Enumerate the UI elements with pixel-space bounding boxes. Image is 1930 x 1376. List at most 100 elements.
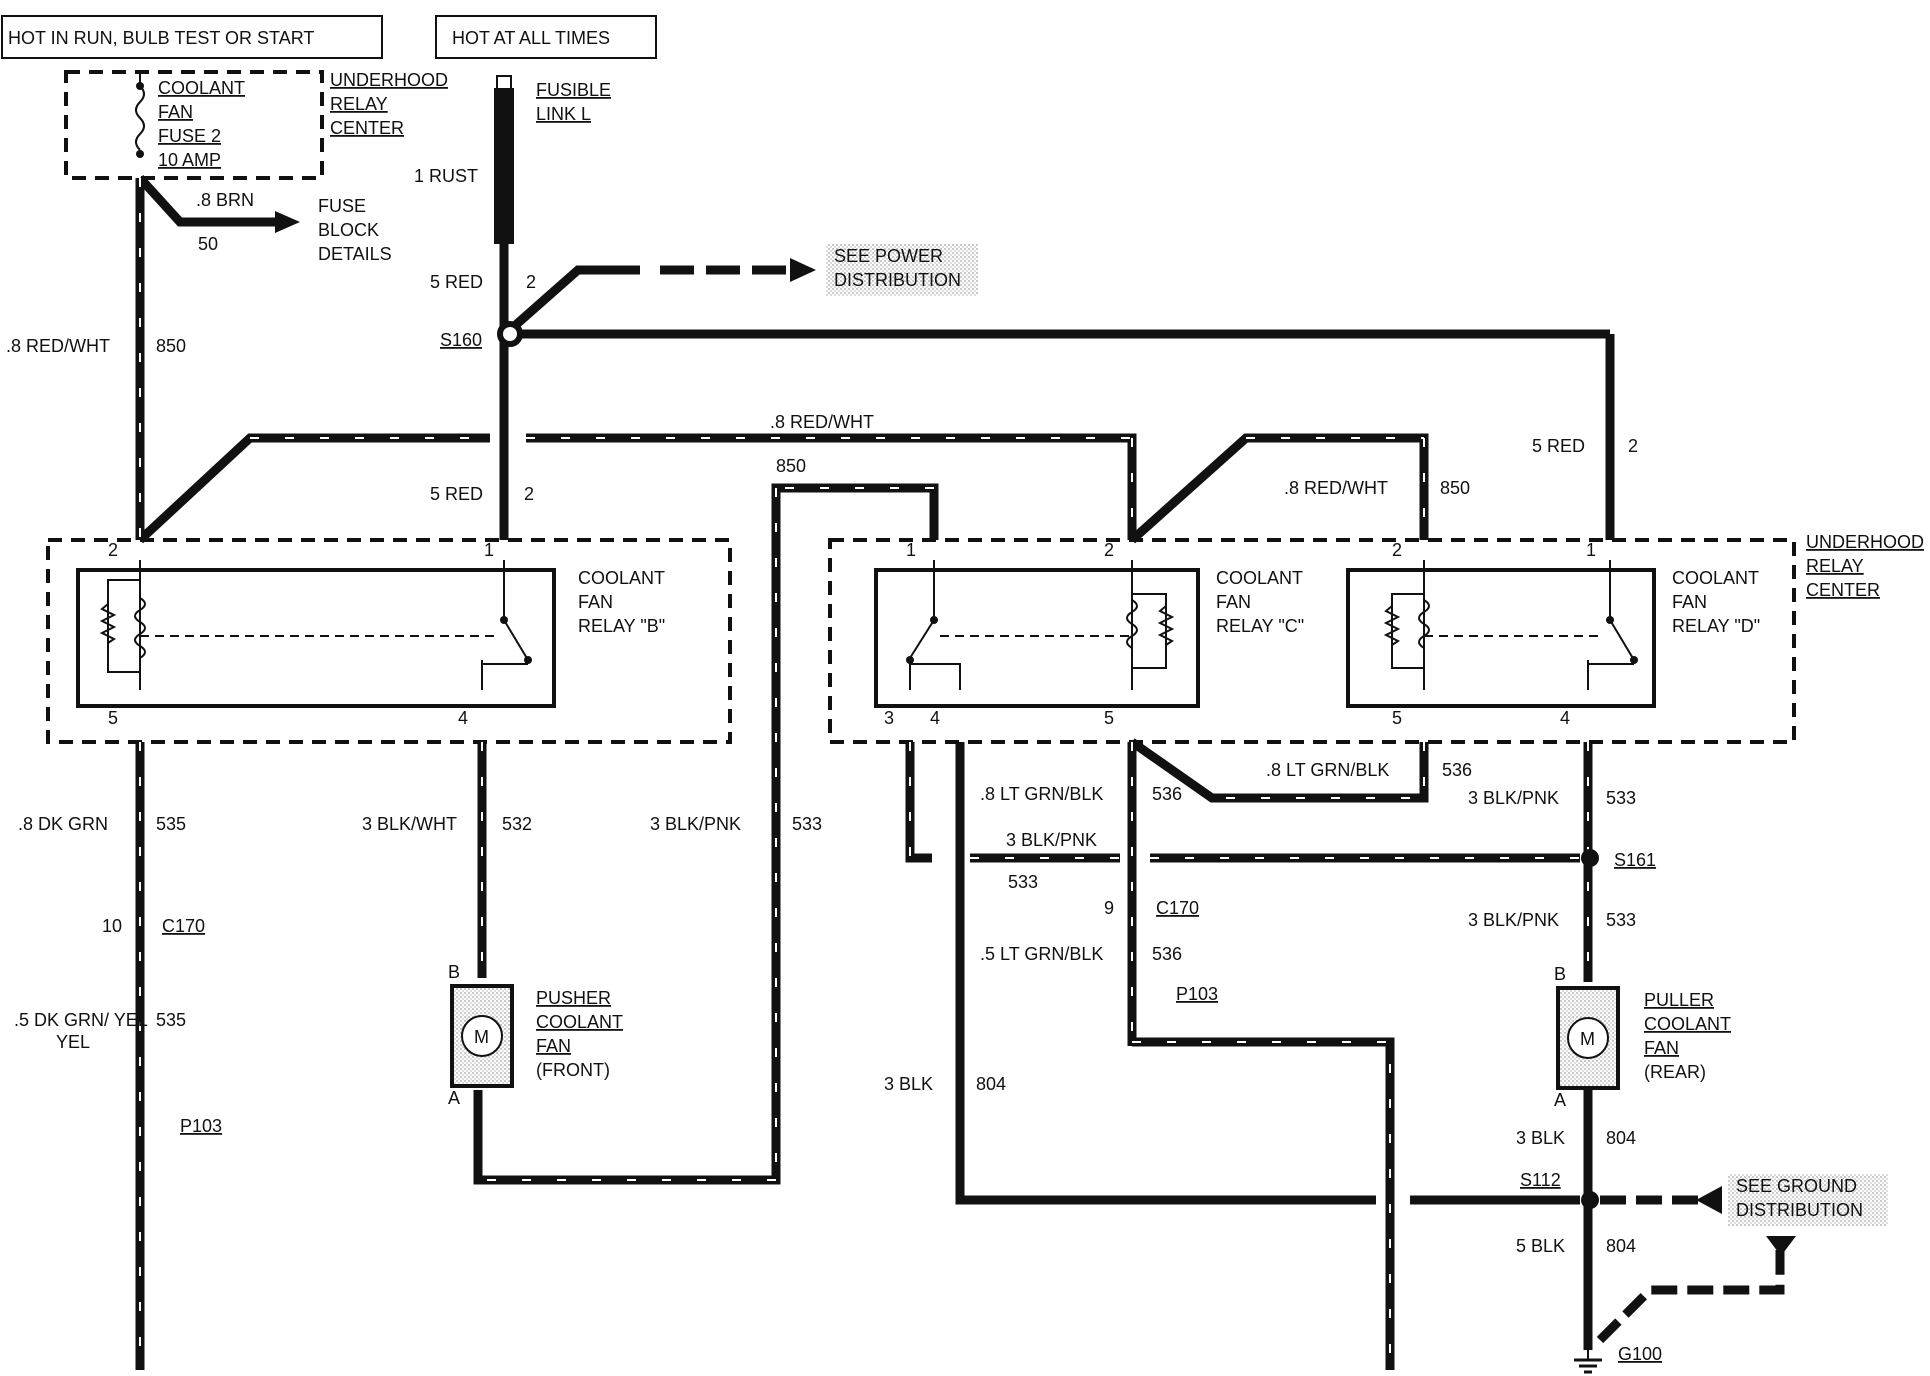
relay-c-line-1: COOLANT: [1216, 568, 1303, 588]
puller-motor-symbol: M: [1580, 1029, 1595, 1049]
hot-in-run-label: HOT IN RUN, BULB TEST OR START: [8, 28, 314, 48]
relay-b-line-2: FAN: [578, 592, 613, 612]
wire-blk-804-right-circuit: 804: [1606, 1128, 1636, 1148]
relay-d-line-3: RELAY "D": [1672, 616, 1760, 636]
ground-ref-arrow: [1696, 1186, 1722, 1214]
hot-at-all-times-label: HOT AT ALL TIMES: [452, 28, 610, 48]
wire-rust-label: 1 RUST: [414, 166, 478, 186]
fuse-location-line-2: RELAY: [330, 94, 388, 114]
relay-center-left: [46, 538, 732, 744]
coolant-fan-fuse: COOLANT FAN FUSE 2 10 AMP: [64, 70, 324, 180]
fuse-name-line-1: COOLANT: [158, 78, 245, 98]
relay-c: [874, 560, 1200, 708]
wire-850-right-circuit: 850: [1440, 478, 1470, 498]
wire-blk-wht-label: 3 BLK/WHT: [362, 814, 457, 834]
wire-5-red-right-label: 5 RED: [1532, 436, 1585, 456]
fuse-location-line-3: CENTER: [330, 118, 404, 138]
wire-lt-grn-blk-2-label: .8 LT GRN/BLK: [1266, 760, 1389, 780]
wire-brn-label: .8 BRN: [196, 190, 254, 210]
pusher-line-4: (FRONT): [536, 1060, 610, 1080]
wire-850-left-circuit: 850: [156, 336, 186, 356]
wire-dk-grn-yel-circuit: 535: [156, 1010, 186, 1030]
fuse-name-line-4: 10 AMP: [158, 150, 221, 170]
relay-d-line-2: FAN: [1672, 592, 1707, 612]
wire-536-bridge: [1129, 738, 1429, 803]
power-branch: [507, 244, 978, 334]
wire-blk-804-label: 3 BLK: [884, 1074, 933, 1094]
fuse-block-branch: [136, 174, 300, 233]
power-ref-line-1: SEE POWER: [834, 246, 943, 266]
relay-b-pin-2: 2: [108, 540, 118, 560]
splice-s161: S161: [1614, 850, 1656, 870]
relay-b: [76, 560, 556, 708]
fuse-block-line-3: DETAILS: [318, 244, 392, 264]
wire-blk-pnk-right-label: 3 BLK/PNK: [1468, 788, 1559, 808]
wire-lt-grn-blk-5-circuit: 536: [1152, 944, 1182, 964]
ground-ref-line-1: SEE GROUND: [1736, 1176, 1857, 1196]
header-hot-at-all-times: HOT AT ALL TIMES: [435, 15, 657, 59]
relay-center-line-2: RELAY: [1806, 556, 1864, 576]
wire-blk-pnk-lower-label: 3 BLK/PNK: [1468, 910, 1559, 930]
wire-536-lower: [1127, 1037, 1395, 1370]
puller-pin-b: B: [1554, 964, 1566, 984]
relay-c-pin-3: 3: [884, 708, 894, 728]
pusher-motor: M: [450, 984, 514, 1088]
relay-center-line-3: CENTER: [1806, 580, 1880, 600]
wire-blk-pnk-right-circuit: 533: [1606, 788, 1636, 808]
wire-dk-grn-label: .8 DK GRN: [18, 814, 108, 834]
relay-c-pin-5: 5: [1104, 708, 1114, 728]
wire-blk-804-right-label: 3 BLK: [1516, 1128, 1565, 1148]
puller-motor: M: [1556, 986, 1620, 1090]
splice-s112: S112: [1520, 1170, 1561, 1190]
wire-red-circuit: 2: [526, 272, 536, 292]
wire-red-wht-top-label: .8 RED/WHT: [770, 412, 874, 432]
puller-line-2: COOLANT: [1644, 1014, 1731, 1034]
relay-c-pin-1: 1: [906, 540, 916, 560]
relay-c-line-2: FAN: [1216, 592, 1251, 612]
fuse-block-line-2: BLOCK: [318, 220, 379, 240]
wire-red-wht-bridge-right: [1128, 433, 1429, 544]
header-hot-in-run: HOT IN RUN, BULB TEST OR START: [1, 15, 383, 59]
splice-s160-dot: [497, 321, 523, 347]
wire-red-wht-right-label: .8 RED/WHT: [1284, 478, 1388, 498]
wire-5-blk-circuit: 804: [1606, 1236, 1636, 1256]
splice-s161-dot: [1581, 849, 1599, 867]
wire-5-blk-label: 5 BLK: [1516, 1236, 1565, 1256]
wire-blk-pnk-label: 3 BLK/PNK: [650, 814, 741, 834]
wire-5-red-left-circuit: 2: [524, 484, 534, 504]
fuse-name-line-3: FUSE 2: [158, 126, 221, 146]
wire-dk-grn-yel-label-2: YEL: [56, 1032, 90, 1052]
pusher-pin-b: B: [448, 962, 460, 982]
p103-left-id: P103: [180, 1116, 222, 1136]
wire-blk-pnk-lower-circuit: 533: [1606, 910, 1636, 930]
wire-lt-grn-blk-2-circuit: 536: [1442, 760, 1472, 780]
fusible-link-line-2: LINK L: [536, 104, 591, 124]
pusher-pin-a: A: [448, 1088, 460, 1108]
ground-g100: [1574, 1350, 1602, 1374]
pusher-line-1: PUSHER: [536, 988, 611, 1008]
relay-b-line-1: COOLANT: [578, 568, 665, 588]
fuse-name-line-2: FAN: [158, 102, 193, 122]
c170-right-pin: 9: [1104, 898, 1114, 918]
fuse-block-line-1: FUSE: [318, 196, 366, 216]
relay-center-right: [828, 538, 1796, 744]
ground-ref-marker: [1766, 1236, 1796, 1256]
relay-c-pin-2: 2: [1104, 540, 1114, 560]
relay-b-pin-5: 5: [108, 708, 118, 728]
puller-pin-a: A: [1554, 1090, 1566, 1110]
wire-dk-grn-circuit: 535: [156, 814, 186, 834]
wire-blk-wht-circuit: 532: [502, 814, 532, 834]
power-ref-line-2: DISTRIBUTION: [834, 270, 961, 290]
relay-c-pin-4: 4: [930, 708, 940, 728]
wire-blk-804-circuit: 804: [976, 1074, 1006, 1094]
relay-d-pin-1: 1: [1586, 540, 1596, 560]
ground-ref-line-2: DISTRIBUTION: [1736, 1200, 1863, 1220]
p103-right-id: P103: [1176, 984, 1218, 1004]
wire-lt-grn-blk-5-label: .5 LT GRN/BLK: [980, 944, 1103, 964]
pusher-motor-symbol: M: [474, 1027, 489, 1047]
pusher-line-2: COOLANT: [536, 1012, 623, 1032]
ground-id: G100: [1618, 1344, 1662, 1364]
wire-850-left-label: .8 RED/WHT: [6, 336, 110, 356]
wire-5-red-right-circuit: 2: [1628, 436, 1638, 456]
relay-d-pin-2: 2: [1392, 540, 1402, 560]
